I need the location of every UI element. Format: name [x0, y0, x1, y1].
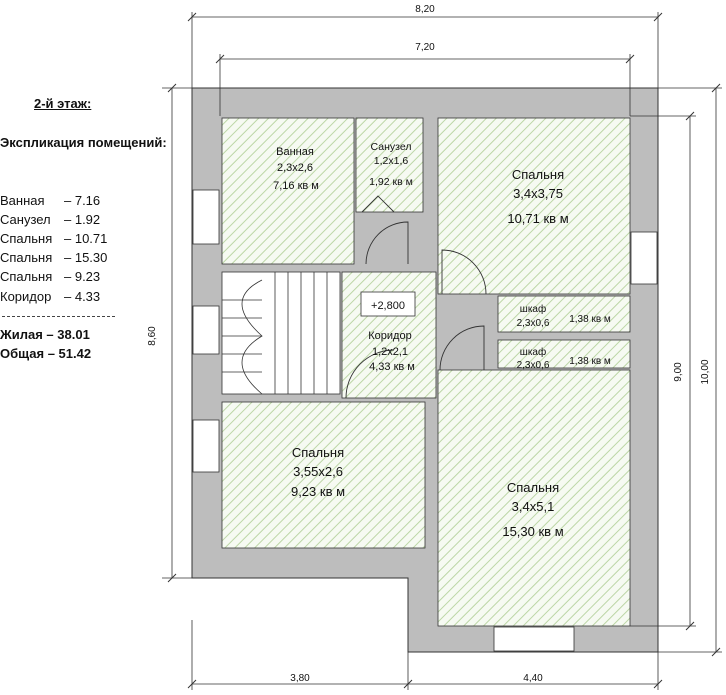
legend-room-name: Спальня	[0, 231, 53, 246]
room-label-bed-sw-name: Спальня	[292, 445, 344, 460]
legend-room-area: – 10.71	[64, 231, 108, 246]
room-label-closet1-dims: 2,3х0,6	[517, 318, 550, 329]
room-bedroom-sw	[221, 401, 426, 549]
dim-left-height: 8,60	[147, 326, 158, 346]
dim-right-inner: 9,00	[673, 362, 684, 382]
legend-room-name: Ванная	[0, 193, 45, 208]
living-area-total: Жилая – 38.01	[0, 327, 90, 342]
legend-room-area: – 4.33	[64, 289, 101, 304]
room-label-wc-dims: 1,2х1,6	[374, 155, 409, 167]
room-label-corridor-name: Коридор	[368, 330, 411, 342]
room-label-bed-ne-area: 10,71 кв м	[507, 211, 568, 226]
room-label-bed-ne-dims: 3,4х3,75	[513, 186, 563, 201]
staircase	[221, 271, 341, 395]
room-label-bed-se-name: Спальня	[507, 480, 559, 495]
legend-room-area: – 9.23	[64, 269, 101, 284]
room-label-bed-sw-area: 9,23 кв м	[291, 484, 345, 499]
room-label-closet2-name: шкаф	[520, 346, 546, 358]
room-closet-2	[497, 339, 631, 369]
room-label-closet1-area: 1,38 кв м	[569, 314, 611, 325]
room-label-bed-ne-name: Спальня	[512, 167, 564, 182]
floor-title: 2-й этаж:	[34, 96, 92, 111]
level-mark-box	[360, 291, 416, 317]
room-label-bath-name: Ванная	[276, 146, 314, 158]
room-label-closet1-name: шкаф	[520, 303, 546, 315]
room-bath	[221, 117, 355, 265]
room-label-bed-se-dims: 3,4х5,1	[512, 499, 555, 514]
room-bedroom-se	[437, 369, 631, 627]
windows	[192, 189, 658, 652]
dim-top-outer: 8,20	[415, 4, 435, 15]
room-label-wc-area: 1,92 кв м	[369, 176, 413, 188]
room-label-wc-name: Санузел	[371, 141, 412, 153]
room-label-closet2-dims: 2,3х0,6	[517, 360, 550, 371]
dim-top-inner: 7,20	[415, 42, 435, 53]
dimension-lines	[162, 12, 722, 690]
room-closet-1	[497, 295, 631, 333]
legend-room-name: Коридор	[0, 289, 52, 304]
legend-room-area: – 7.16	[64, 193, 101, 208]
dimension-ticks	[167, 12, 721, 689]
room-label-closet2-area: 1,38 кв м	[569, 356, 611, 367]
room-wc	[355, 117, 424, 213]
room-label-bed-sw-dims: 3,55х2,6	[293, 464, 343, 479]
overall-area-total: Общая – 51.42	[0, 346, 92, 361]
level-mark: +2,800	[371, 300, 405, 312]
legend-separator	[2, 316, 115, 317]
door-swings	[345, 195, 487, 399]
legend-room-name: Спальня	[0, 269, 53, 284]
legend-room-area: – 15.30	[64, 250, 108, 265]
room-bedroom-ne	[437, 117, 631, 295]
legend-room-area: – 1.92	[64, 212, 101, 227]
room-label-bath-area: 7,16 кв м	[273, 180, 319, 192]
room-label-bath-dims: 2,3х2,6	[277, 162, 313, 174]
room-label-corridor-area: 4,33 кв м	[369, 361, 415, 373]
dim-bottom-right: 4,40	[523, 673, 543, 684]
dim-right-outer: 10,00	[700, 359, 711, 384]
room-label-corridor-dims: 1,2х2,1	[372, 346, 408, 358]
legend-room-name: Санузел	[0, 212, 51, 227]
legend-room-name: Спальня	[0, 250, 53, 265]
dim-bottom-left: 3,80	[290, 673, 310, 684]
room-label-bed-se-area: 15,30 кв м	[502, 524, 563, 539]
